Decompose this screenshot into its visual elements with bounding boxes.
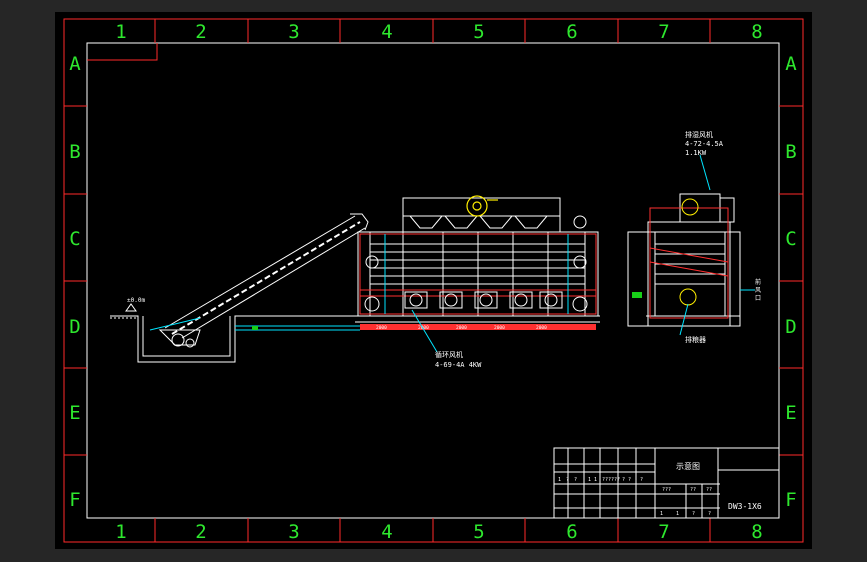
title-block-title: 示意图 (676, 461, 700, 471)
row-label-left-f: F (69, 489, 80, 511)
col-label-bottom-7: 7 (658, 521, 669, 543)
dryer-red-accents (359, 233, 597, 315)
circulation-fans (364, 215, 588, 312)
side-cyan-lines (679, 154, 755, 336)
dryer-layers (370, 243, 585, 285)
tb-cell-b3: ?? (706, 487, 712, 493)
dim-2: 2000 (418, 325, 429, 331)
row-label-left-c: C (69, 228, 80, 250)
tb-cell-a7: ? (622, 477, 625, 483)
title-block-drawing-no: DW3-1X6 (728, 502, 762, 511)
row-label-left-a: A (69, 53, 81, 75)
inclined-elevator (164, 213, 369, 339)
ground-level-label: ±0.0m (127, 297, 145, 304)
tb-cell-a3: ? (574, 477, 577, 483)
row-label-right-b: B (785, 141, 796, 163)
side-label-1: 前 (755, 278, 761, 286)
duct-marker (252, 326, 258, 330)
col-label-top-7: 7 (658, 21, 669, 43)
side-red-accents (649, 207, 729, 319)
col-label-bottom-6: 6 (566, 521, 577, 543)
zone-dividers (64, 19, 803, 542)
dryer-cyan-lines (384, 234, 569, 314)
sheet-background (55, 12, 812, 549)
col-label-bottom-4: 4 (381, 521, 392, 543)
circ-fan-name: 循环风机 (435, 350, 463, 359)
exhaust-fan-power: 1.1KW (685, 149, 707, 157)
tb-cell-a5: 1 (594, 477, 597, 483)
col-label-top-1: 1 (115, 21, 126, 43)
tb-cell-c4: ? (708, 511, 711, 517)
row-label-right-f: F (785, 489, 796, 511)
title-block-cells: 1 ? ? 1 1 ?????? ? ? ? ??? ?? ?? 1 1 ? ? (558, 477, 712, 517)
title-block (553, 447, 780, 519)
side-green-marker (632, 292, 642, 298)
tb-cell-a2: ? (566, 477, 569, 483)
tb-cell-c3: ? (692, 511, 695, 517)
col-label-bottom-5: 5 (473, 521, 484, 543)
dim-5: 2000 (536, 325, 547, 331)
exhaust-fan-name: 排湿风机 (685, 130, 713, 139)
tb-cell-a1: 1 (558, 477, 561, 483)
row-label-right-c: C (785, 228, 796, 250)
tb-cell-a6: ?????? (602, 477, 620, 483)
col-label-bottom-1: 1 (115, 521, 126, 543)
tb-cell-c1: 1 (660, 511, 663, 517)
dimension-line: 2000 2000 2000 2000 2000 (360, 324, 596, 331)
feed-pit (110, 303, 360, 363)
dim-1: 2000 (376, 325, 387, 331)
col-label-bottom-8: 8 (751, 521, 762, 543)
row-label-right-d: D (785, 316, 796, 338)
col-label-bottom-3: 3 (288, 521, 299, 543)
col-label-top-2: 2 (195, 21, 206, 43)
tb-cell-c2: 1 (676, 511, 679, 517)
circ-fan-leader (411, 309, 438, 353)
col-label-top-6: 6 (566, 21, 577, 43)
top-exhaust-fan (466, 195, 498, 217)
col-label-top-5: 5 (473, 21, 484, 43)
col-label-top-8: 8 (751, 21, 762, 43)
dim-3: 2000 (456, 325, 467, 331)
col-label-top-4: 4 (381, 21, 392, 43)
row-label-left-e: E (69, 402, 80, 424)
tb-cell-a8: ? (628, 477, 631, 483)
side-label-2: 风 (755, 287, 761, 294)
dim-4: 2000 (494, 325, 505, 331)
row-label-right-e: E (785, 402, 796, 424)
tb-cell-b2: ?? (690, 487, 696, 493)
tb-cell-a9: ? (640, 477, 643, 483)
side-elevation (627, 193, 741, 327)
row-label-right-a: A (785, 53, 797, 75)
side-label-3: 口 (755, 295, 761, 302)
exhaust-fan-model: 4-72-4.5A (685, 140, 724, 148)
row-label-left-b: B (69, 141, 80, 163)
circ-fan-model: 4-69-4A 4KW (435, 361, 482, 369)
discharger-label: 排粮器 (685, 335, 706, 344)
dryer-body (355, 197, 600, 323)
row-label-left-d: D (69, 316, 80, 338)
tb-cell-a4: 1 (588, 477, 591, 483)
col-label-top-3: 3 (288, 21, 299, 43)
feed-hopper-cyan (149, 317, 201, 331)
tb-cell-b1: ??? (662, 487, 671, 493)
col-label-bottom-2: 2 (195, 521, 206, 543)
zone-labels: 1 2 3 4 5 6 7 8 1 2 3 4 5 6 7 8 A B C D … (69, 21, 797, 543)
